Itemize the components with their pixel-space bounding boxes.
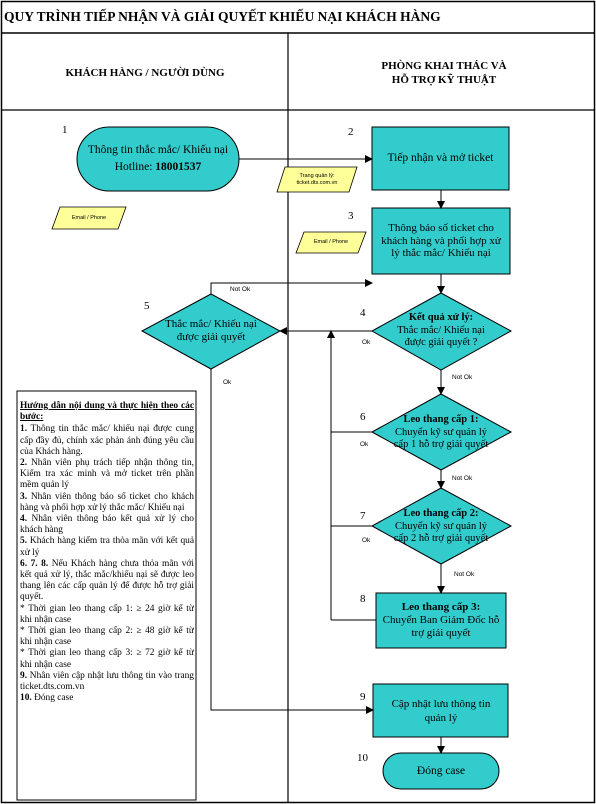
step-2-number: 2 [348,126,354,138]
guide-item-text: Thông tin thắc mắc/ khiếu nại được cung … [20,424,194,457]
step-10-text: Đóng case [416,764,466,777]
step-3-number: 3 [348,210,354,222]
guide-item: 3. Nhân viên thông báo số ticket cho khá… [20,492,194,514]
guide-item-number: 6. 7. 8. [20,558,49,569]
label-not-ok-7: Not Ok [454,571,475,578]
step-1-text: Thông tin thắc mắc/ Khiếu nại Hotline: 1… [80,130,236,188]
guide-item-text: Nhân viên thông báo số ticket cho khách … [20,491,194,513]
step-8-body: Chuyển Ban Giám Đốc hỗ trợ giải quyết [382,614,500,639]
note-trang-line1: Trang quản lý: [299,172,335,179]
label-not-ok-4: Not Ok [452,374,473,381]
guide-item-text: Nhân viên thông báo kết quả xử lý cho kh… [20,514,194,536]
step-6-text: Leo thang cấp 1: Chuyển kỹ sư quản lý cấ… [388,405,494,461]
guide-item: * Thời gian leo thang cấp 1: ≥ 24 giờ kể… [20,604,194,626]
label-not-ok-5: Not Ok [230,286,251,293]
lane-header-support: PHÒNG KHAI THÁC VÀ HỖ TRỢ KỸ THUẬT [300,59,588,87]
guide-item: * Thời gian leo thang cấp 3: ≥ 72 giờ kể… [20,648,194,670]
guide-item-number: 1. [20,424,28,435]
guide-item-number: 3. [20,491,28,502]
step-2-text: Tiếp nhận và mở ticket [387,152,494,164]
step-8-number: 8 [360,593,366,605]
guide-item-number: 4. [20,514,28,525]
guide-item-text: Nếu Khách hàng chưa thỏa mãn với kết quả… [20,558,194,603]
step-9-number: 9 [360,691,366,703]
step-1-number: 1 [62,124,68,136]
guide-item-text: * Thời gian leo thang cấp 2: ≥ 48 giờ kể… [20,626,194,648]
lane-header-support-line2: HỖ TRỢ KỸ THUẬT [391,74,497,86]
step-7-text: Leo thang cấp 2: Chuyển kỹ sư quản lý cấ… [388,499,494,555]
note-trang-shape [276,166,358,193]
guide-item-number: 10. [20,693,32,704]
hotline-number: 18001537 [155,161,202,173]
guide-title: Hướng dẫn nội dung và thực hiện theo các… [20,401,194,423]
guide-item-text: Đóng case [31,693,74,704]
label-ok-7: Ok [362,537,371,544]
step-8-heading: Leo thang cấp 3: [401,601,481,613]
note-trang-quan-ly: Trang quản lý: ticket.dts.com.vn [282,168,352,191]
step-4-number: 4 [360,307,366,319]
label-ok-4: Ok [362,339,371,346]
step-5-text: Thắc mắc/ Khiếu nại được giải quyết [165,318,257,343]
guide-item: 10. Đóng case [20,693,194,704]
step-4-heading: Kết quả xử lý: [408,312,474,324]
step-3-shape [371,207,511,275]
step-4-body: Thắc mắc/ Khiếu nại được giải quyết ? [397,324,485,349]
label-ok-6: Ok [360,441,369,448]
note-email-phone-2: Email / Phone [313,239,349,245]
label-not-ok-6: Not Ok [452,475,473,482]
guide-item: 6. 7. 8. Nếu Khách hàng chưa thỏa mãn vớ… [20,559,194,604]
step-7-number: 7 [360,510,366,522]
guide-item-number: 2. [20,458,28,469]
step-9-text: Cập nhật lưu thông tin quản lý [391,697,491,724]
guide-item: 2. Nhân viên phụ trách tiếp nhận thông t… [20,458,194,492]
guide-item: * Thời gian leo thang cấp 2: ≥ 48 giờ kể… [20,626,194,648]
step-9-shape [372,683,509,738]
note-email-phone-1: Email / Phone [71,214,107,221]
guide-item-text: Nhân viên cập nhật lưu thông tin vào tra… [20,670,194,693]
guide-item-number: 5. [20,536,28,547]
step-6-body: Chuyển kỹ sư quản lý cấp 1 hỗ trợ giải q… [393,426,489,451]
guide-item-number: 9. [20,670,28,681]
step-2-shape [371,126,510,191]
guide-item-text: * Thời gian leo thang cấp 3: ≥ 72 giờ kể… [20,648,194,670]
step-6-heading: Leo thang cấp 1: [403,414,479,426]
hotline-label: Hotline: [114,161,156,173]
guide-item-text: Khách hàng kiểm tra thỏa mãn với kết quả… [20,536,194,558]
guide-item-text: * Thời gian leo thang cấp 1: ≥ 24 giờ kể… [20,603,194,625]
lane-header-support-line1: PHÒNG KHAI THÁC VÀ [381,60,507,72]
guide-box: Hướng dẫn nội dung và thực hiện theo các… [20,401,194,795]
arrow-5-notok-to-3 [210,279,373,294]
arrow-5-ok-to-9 [210,369,374,714]
step-4-text: Kết quả xử lý: Thắc mắc/ Khiếu nại được … [390,306,492,356]
guide-item: 9. Nhân viên cập nhật lưu thông tin vào … [20,671,194,693]
step-10-number: 10 [357,752,368,764]
guide-item: 4. Nhân viên thông báo kết quả xử lý cho… [20,514,194,536]
note-email-phone-1-shape [51,206,127,230]
guide-item-text: Nhân viên phụ trách tiếp nhận thông tin,… [20,458,194,491]
step-8-text: Leo thang cấp 3: Chuyển Ban Giám Đốc hỗ … [379,596,503,645]
step-1-line1: Thông tin thắc mắc/ Khiếu nại [87,144,229,156]
guide-item: 5. Khách hàng kiểm tra thỏa mãn với kết … [20,536,194,558]
step-5-number: 5 [144,300,150,312]
label-ok-5: Ok [223,379,232,386]
step-6-number: 6 [360,411,366,423]
step-7-heading: Leo thang cấp 2: [403,508,479,520]
step-7-body: Chuyển kỹ sư quản lý cấp 2 hỗ trợ giải q… [393,520,489,545]
note-email-phone-2-shape [295,231,367,254]
guide-items: 1. Thông tin thắc mắc/ khiếu nại được cu… [20,424,194,704]
guide-item: 1. Thông tin thắc mắc/ khiếu nại được cu… [20,424,194,458]
step-8-shape [375,592,507,649]
lane-header-customer: KHÁCH HÀNG / NGƯỜI DÙNG [65,67,225,79]
step-1-line2: Hotline: 18001537 [115,159,202,176]
guide-box-frame [16,390,197,801]
page-title: QUY TRÌNH TIẾP NHẬN VÀ GIẢI QUYẾT KHIẾU … [4,9,441,24]
step-3-text: Thông báo số ticket cho khách hàng và ph… [381,222,501,260]
note-trang-line2: ticket.dts.com.vn [296,179,338,186]
